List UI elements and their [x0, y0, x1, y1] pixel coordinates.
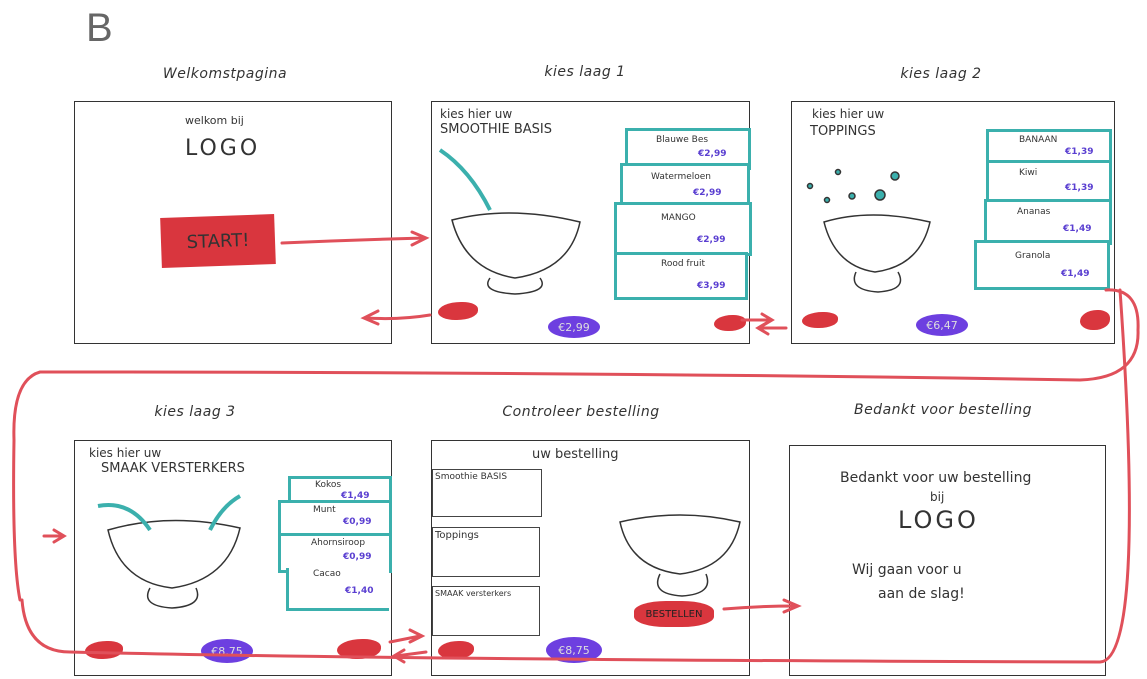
item-name: Blauwe Bes [656, 135, 709, 145]
layer2-line1: kies hier uw [812, 107, 885, 121]
thanks-title: Bedankt voor bestelling [853, 402, 1033, 418]
layer2-title: kies laag 2 [900, 66, 982, 82]
flow-arrows [12, 230, 1140, 664]
item-price: €0,99 [343, 552, 372, 562]
layer3-heading: SMAAK VERSTERKERS [101, 461, 245, 476]
item-name: Ahornsiroop [311, 538, 366, 548]
item-name: Granola [1015, 251, 1051, 261]
section-label: Smoothie BASIS [435, 472, 508, 482]
layer1-line1: kies hier uw [440, 107, 513, 121]
item-price: €1,49 [341, 491, 370, 501]
review-screen: uw bestelling Smoothie BASIS Toppings SM… [431, 440, 750, 676]
item-price: €2,99 [693, 188, 722, 198]
thanks-line4: aan de slag! [878, 586, 965, 602]
item-price: €0,99 [343, 517, 372, 527]
item-price: €1,39 [1065, 147, 1094, 157]
thanks-line1: Bedankt voor uw bestelling [840, 470, 1032, 486]
item-name: Ananas [1017, 207, 1051, 217]
layer3-next-button[interactable] [337, 639, 381, 659]
layer3-line1: kies hier uw [89, 446, 162, 460]
layer2-back-button[interactable] [802, 312, 838, 328]
review-section-basis: Smoothie BASIS [432, 469, 542, 517]
item-name: Munt [313, 505, 336, 515]
welcome-line: welkom bij [185, 114, 244, 127]
item-price: €1,49 [1061, 269, 1090, 279]
thanks-logo: LOGO [898, 506, 979, 534]
layer1-item[interactable]: Watermeloen €2,99 [620, 163, 750, 207]
thanks-line2: bij [930, 490, 945, 504]
sheet-letter: B [86, 6, 113, 50]
item-name: Cacao [313, 569, 341, 579]
layer1-back-button[interactable] [438, 302, 478, 320]
item-price: €1,40 [345, 586, 374, 596]
bowl-icon [806, 168, 931, 293]
order-button[interactable]: BESTELLEN [634, 601, 714, 627]
item-price: €3,99 [697, 281, 726, 291]
item-name: MANGO [661, 213, 696, 223]
item-name: Kokos [315, 480, 342, 490]
bowl-icon [97, 494, 242, 609]
layer1-heading: SMOOTHIE BASIS [440, 122, 552, 137]
layer2-item[interactable]: Granola €1,49 [974, 240, 1110, 290]
bowl-icon [438, 148, 581, 295]
item-name: Kiwi [1019, 168, 1038, 178]
layer3-item[interactable]: Cacao €1,40 [286, 568, 389, 611]
review-title: Controleer bestelling [502, 404, 660, 420]
welcome-logo: LOGO [185, 136, 261, 161]
review-heading: uw bestelling [532, 447, 619, 462]
layer1-title: kies laag 1 [544, 64, 626, 80]
review-section-toppings: Toppings [432, 527, 540, 577]
item-price: €2,99 [698, 149, 727, 159]
layer1-next-button[interactable] [714, 315, 746, 331]
section-label: SMAAK versterkers [435, 589, 512, 598]
review-section-versterkers: SMAAK versterkers [432, 586, 540, 636]
layer2-next-button[interactable] [1080, 310, 1110, 330]
layer1-price: €2,99 [548, 316, 600, 338]
item-name: Rood fruit [661, 259, 706, 269]
item-name: BANAAN [1019, 135, 1058, 145]
item-price: €2,99 [697, 235, 726, 245]
layer2-price: €6,47 [916, 314, 968, 336]
item-price: €1,39 [1065, 183, 1094, 193]
layer2-heading: TOPPINGS [810, 124, 876, 139]
review-back-button[interactable] [438, 641, 474, 659]
section-label: Toppings [435, 530, 479, 541]
thanks-line3: Wij gaan voor u [852, 562, 962, 578]
layer1-item[interactable]: Rood fruit €3,99 [614, 252, 748, 300]
layer3-title: kies laag 3 [154, 404, 236, 420]
welcome-title: Welkomstpagina [162, 66, 288, 82]
item-price: €1,49 [1063, 224, 1092, 234]
thanks-screen: Bedankt voor uw bestelling bij LOGO Wij … [789, 445, 1106, 676]
layer3-item[interactable]: Ahornsiroop €0,99 [278, 533, 392, 573]
layer3-back-button[interactable] [85, 641, 123, 659]
welcome-screen: welkom bij LOGO START! [74, 101, 392, 344]
bowl-icon [619, 514, 741, 597]
item-name: Watermeloen [651, 172, 711, 182]
